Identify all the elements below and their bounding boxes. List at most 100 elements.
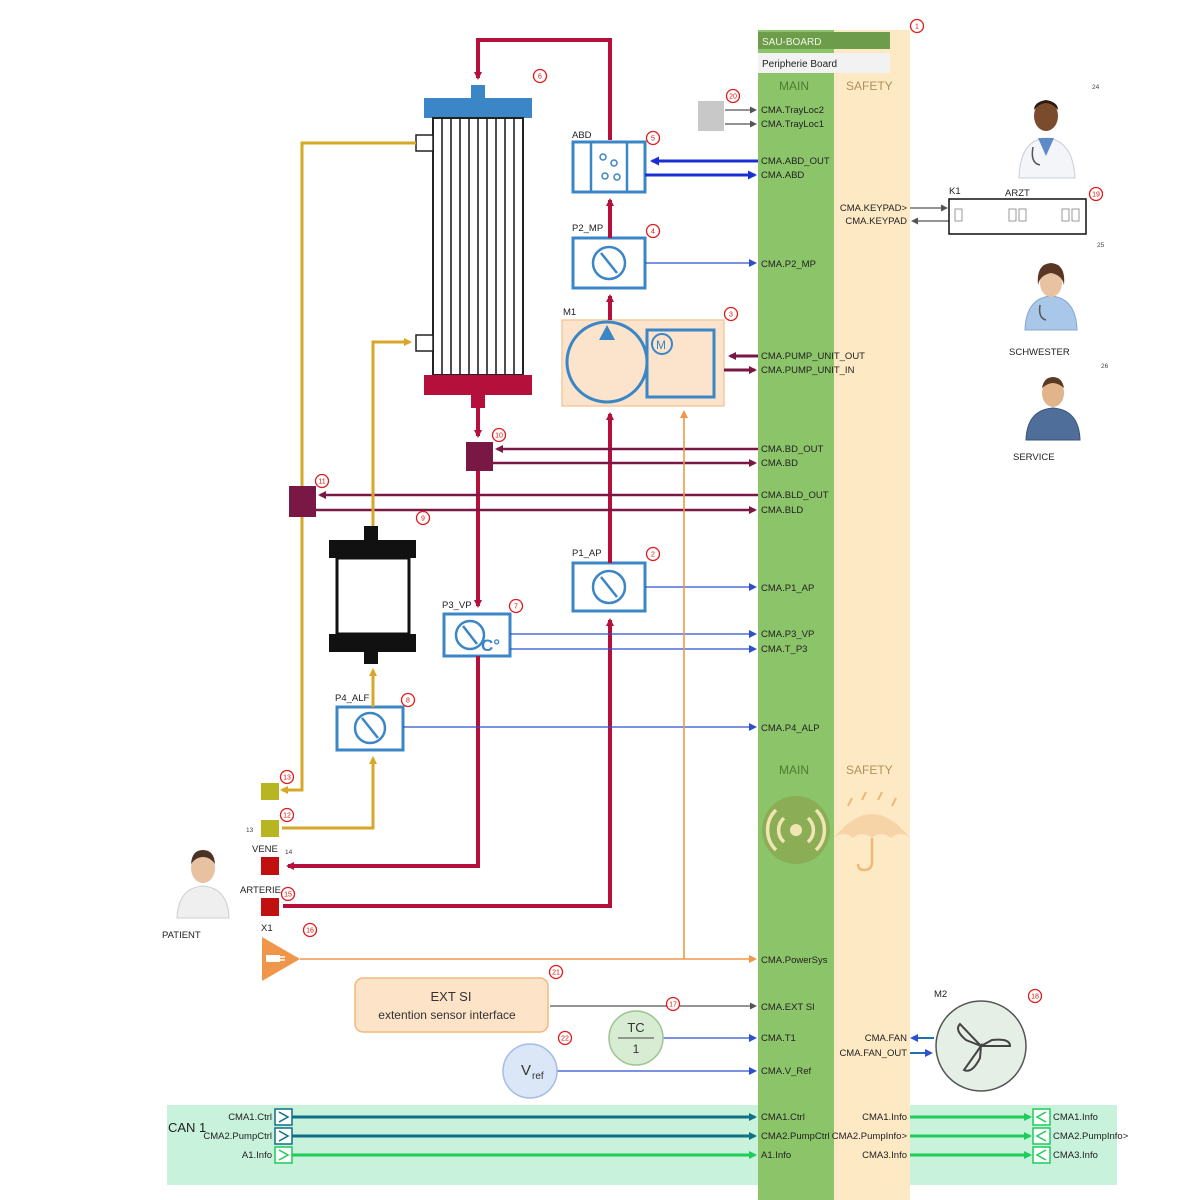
marker-21-text: 21 [552, 970, 560, 977]
k1-label: K1 [949, 186, 961, 197]
can-main-in-0: CMA1.Ctrl [761, 1112, 805, 1123]
can-lines [292, 1113, 1032, 1159]
sig-tp3: CMA.T_P3 [761, 644, 807, 655]
blood-pump-unit[interactable]: M [561, 319, 725, 407]
sig-keypad-out: CMA.KEYPAD> [840, 203, 908, 214]
abd-label: ABD [572, 130, 592, 141]
sig-p3: CMA.P3_VP [761, 629, 814, 640]
drip-chamber[interactable] [329, 526, 416, 664]
dialysate-lines [316, 352, 758, 514]
marker-17-text: 17 [669, 1002, 677, 1009]
voltage-reference[interactable]: V ref [502, 1043, 558, 1099]
patient-icon [176, 850, 230, 919]
p2-label: P2_MP [572, 223, 603, 234]
vene-label: VENE [252, 844, 278, 855]
board-subtitle: Peripherie Board [762, 59, 837, 70]
marker-22-text: 22 [561, 1036, 569, 1043]
sig-bd: CMA.BD [761, 458, 798, 469]
marker-3-text: 3 [729, 312, 733, 319]
label-26: 26 [1101, 363, 1109, 370]
label-24: 24 [1092, 84, 1100, 91]
board-title: SAU-BOARD [762, 37, 821, 48]
marker-1-text: 1 [915, 24, 919, 31]
sig-p4: CMA.P4_ALP [761, 723, 820, 734]
vene-port[interactable] [261, 857, 279, 875]
label-25: 25 [1097, 242, 1105, 249]
p4-pressure-sensor[interactable] [335, 705, 405, 752]
marker-11: 11 [314, 473, 330, 489]
misc-signal-lines [550, 106, 949, 1010]
bd-valve[interactable] [466, 442, 493, 471]
board-title-bar [758, 32, 890, 49]
p2-pressure-sensor[interactable] [571, 236, 647, 290]
yellow-lines [280, 141, 416, 830]
can-ports [274, 1108, 1051, 1164]
can-main-out-0: CMA1.Info [862, 1112, 907, 1123]
marker-21: 21 [548, 964, 564, 980]
vref-main: V [521, 1062, 531, 1079]
bld-valve[interactable] [289, 486, 316, 517]
p1-pressure-sensor[interactable] [571, 561, 647, 613]
m1-label: M1 [563, 307, 576, 318]
sig-p1: CMA.P1_AP [761, 583, 814, 594]
marker-3: 3 [723, 306, 739, 322]
nurse-icon [1024, 263, 1078, 331]
marker-11-text: 11 [318, 479, 325, 486]
marker-5: 5 [645, 130, 661, 146]
marker-22: 22 [557, 1030, 573, 1046]
power-plug-icon[interactable] [262, 937, 300, 981]
marker-20: 20 [725, 88, 741, 104]
p4-label: P4_ALF [335, 693, 370, 704]
board-subtitle-bar [758, 53, 890, 73]
ext-si-subtitle: extention sensor interface [378, 1008, 516, 1022]
marker-17: 17 [665, 996, 681, 1012]
motor-symbol: M [656, 338, 666, 352]
arterie-label: ARTERIE [240, 885, 281, 896]
tray-locator[interactable] [698, 101, 724, 131]
marker-12: 12 [279, 807, 295, 823]
ext-si-box[interactable]: EXT SI extention sensor interface [354, 977, 549, 1033]
doctor-icon [1018, 100, 1076, 179]
keypad[interactable] [948, 198, 1087, 235]
sig-vref: CMA.V_Ref [761, 1066, 812, 1077]
marker-18: 18 [1027, 988, 1043, 1004]
port-13-label: 13 [246, 827, 254, 834]
dialyzer[interactable] [415, 85, 532, 408]
can-main-in-2: A1.Info [761, 1150, 791, 1161]
abd-signal-lines [645, 156, 758, 180]
marker-13: 13 [279, 769, 295, 785]
service-technician-icon [1025, 377, 1081, 441]
sig-pump-out: CMA.PUMP_UNIT_OUT [761, 351, 865, 362]
marker-9: 9 [415, 510, 431, 526]
vref-sub: ref [532, 1071, 544, 1082]
service-label: SERVICE [1013, 452, 1055, 463]
abd-sensor[interactable] [571, 140, 647, 194]
marker-19-text: 19 [1092, 192, 1100, 199]
wireless-signal-icon [762, 796, 830, 864]
sig-pump-in: CMA.PUMP_UNIT_IN [761, 365, 855, 376]
temperature-sensor-tc1[interactable]: TC 1 [608, 1010, 664, 1066]
marker-5-text: 5 [651, 136, 655, 143]
marker-19: 19 [1088, 186, 1104, 202]
p3-label: P3_VP [442, 600, 472, 611]
blood-line-top [474, 38, 612, 140]
m2-label: M2 [934, 989, 947, 1000]
marker-10-text: 10 [495, 433, 503, 440]
port-13[interactable] [261, 820, 279, 837]
p3-pressure-temp-sensor[interactable]: C° [442, 612, 512, 658]
marker-7-text: 7 [514, 604, 518, 611]
sig-tray2: CMA.TrayLoc2 [761, 105, 824, 116]
sig-p2: CMA.P2_MP [761, 259, 816, 270]
marker-7: 7 [508, 598, 524, 614]
can-left-in-1: CMA2.PumpCtrl [203, 1131, 272, 1142]
sig-keypad: CMA.KEYPAD [845, 216, 907, 227]
port-15[interactable] [261, 783, 279, 800]
sig-ext: CMA.EXT SI [761, 1002, 815, 1013]
main-label: MAIN [779, 79, 809, 93]
marker-6-text: 6 [538, 74, 542, 81]
cooling-fan[interactable] [935, 1000, 1027, 1092]
arterie-port[interactable] [261, 898, 279, 916]
can-left-in-0: CMA1.Ctrl [228, 1112, 272, 1123]
marker-9-text: 9 [421, 516, 425, 523]
